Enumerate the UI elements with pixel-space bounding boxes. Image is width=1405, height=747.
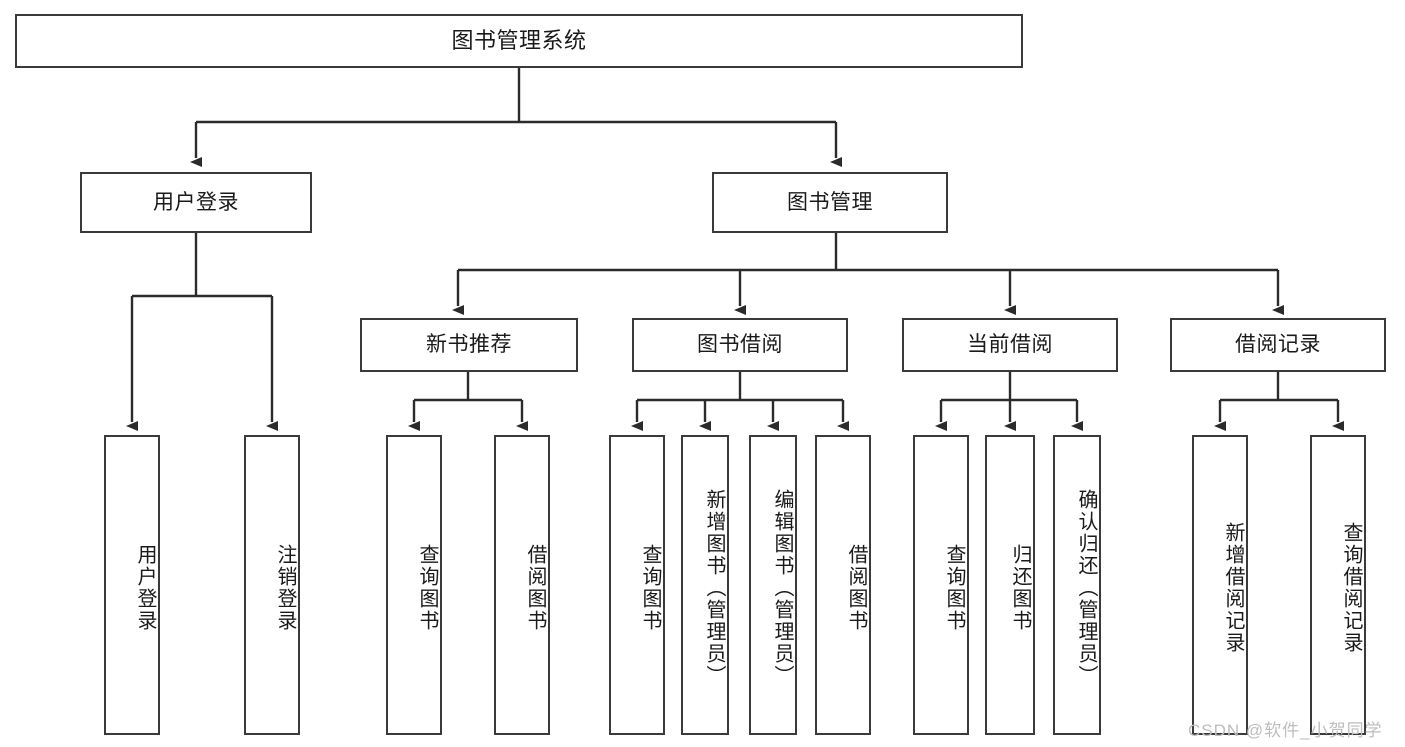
node-label: 查询图书 [416, 544, 438, 632]
node-label: 编辑图书（管理员） [771, 489, 793, 687]
node-label: 当前借阅 [967, 333, 1053, 357]
node-label: 查询图书 [943, 544, 965, 632]
node-leaf-query-book-1[interactable]: 查询图书 [386, 435, 442, 735]
node-leaf-borrow-book-1[interactable]: 借阅图书 [494, 435, 550, 735]
node-new-book-recommend[interactable]: 新书推荐 [360, 318, 578, 372]
node-current-borrow[interactable]: 当前借阅 [902, 318, 1118, 372]
node-leaf-return-book[interactable]: 归还图书 [985, 435, 1035, 735]
node-label: 图书管理 [787, 190, 873, 214]
node-leaf-add-book[interactable]: 新增图书（管理员） [681, 435, 729, 735]
node-label: 查询图书 [639, 544, 661, 632]
node-leaf-query-record[interactable]: 查询借阅记录 [1310, 435, 1366, 735]
node-label: 查询借阅记录 [1340, 522, 1362, 654]
node-label: 用户登录 [134, 544, 156, 632]
node-root-system[interactable]: 图书管理系统 [15, 14, 1023, 68]
csdn-watermark: CSDN @软件_小贺同学 [1188, 721, 1383, 740]
node-leaf-query-book-3[interactable]: 查询图书 [913, 435, 969, 735]
node-label: 归还图书 [1009, 544, 1031, 632]
node-leaf-borrow-book-2[interactable]: 借阅图书 [815, 435, 871, 735]
node-user-login[interactable]: 用户登录 [80, 172, 312, 233]
node-book-borrow[interactable]: 图书借阅 [632, 318, 848, 372]
node-leaf-user-login[interactable]: 用户登录 [104, 435, 160, 735]
node-label: 用户登录 [153, 190, 239, 214]
node-label: 新书推荐 [426, 333, 512, 357]
node-leaf-confirm-return[interactable]: 确认归还（管理员） [1053, 435, 1101, 735]
node-book-manage[interactable]: 图书管理 [712, 172, 948, 233]
node-leaf-logout[interactable]: 注销登录 [244, 435, 300, 735]
node-label: 借阅图书 [524, 544, 546, 632]
node-borrow-record[interactable]: 借阅记录 [1170, 318, 1386, 372]
node-leaf-query-book-2[interactable]: 查询图书 [609, 435, 665, 735]
node-label: 新增借阅记录 [1222, 522, 1244, 654]
node-leaf-edit-book[interactable]: 编辑图书（管理员） [749, 435, 797, 735]
node-label: 注销登录 [274, 544, 296, 632]
node-label: 借阅记录 [1235, 333, 1321, 357]
node-leaf-add-record[interactable]: 新增借阅记录 [1192, 435, 1248, 735]
node-label: 图书管理系统 [451, 27, 587, 53]
node-label: 图书借阅 [697, 333, 783, 357]
node-label: 新增图书（管理员） [703, 489, 725, 687]
node-label: 借阅图书 [845, 544, 867, 632]
node-label: 确认归还（管理员） [1075, 489, 1097, 687]
